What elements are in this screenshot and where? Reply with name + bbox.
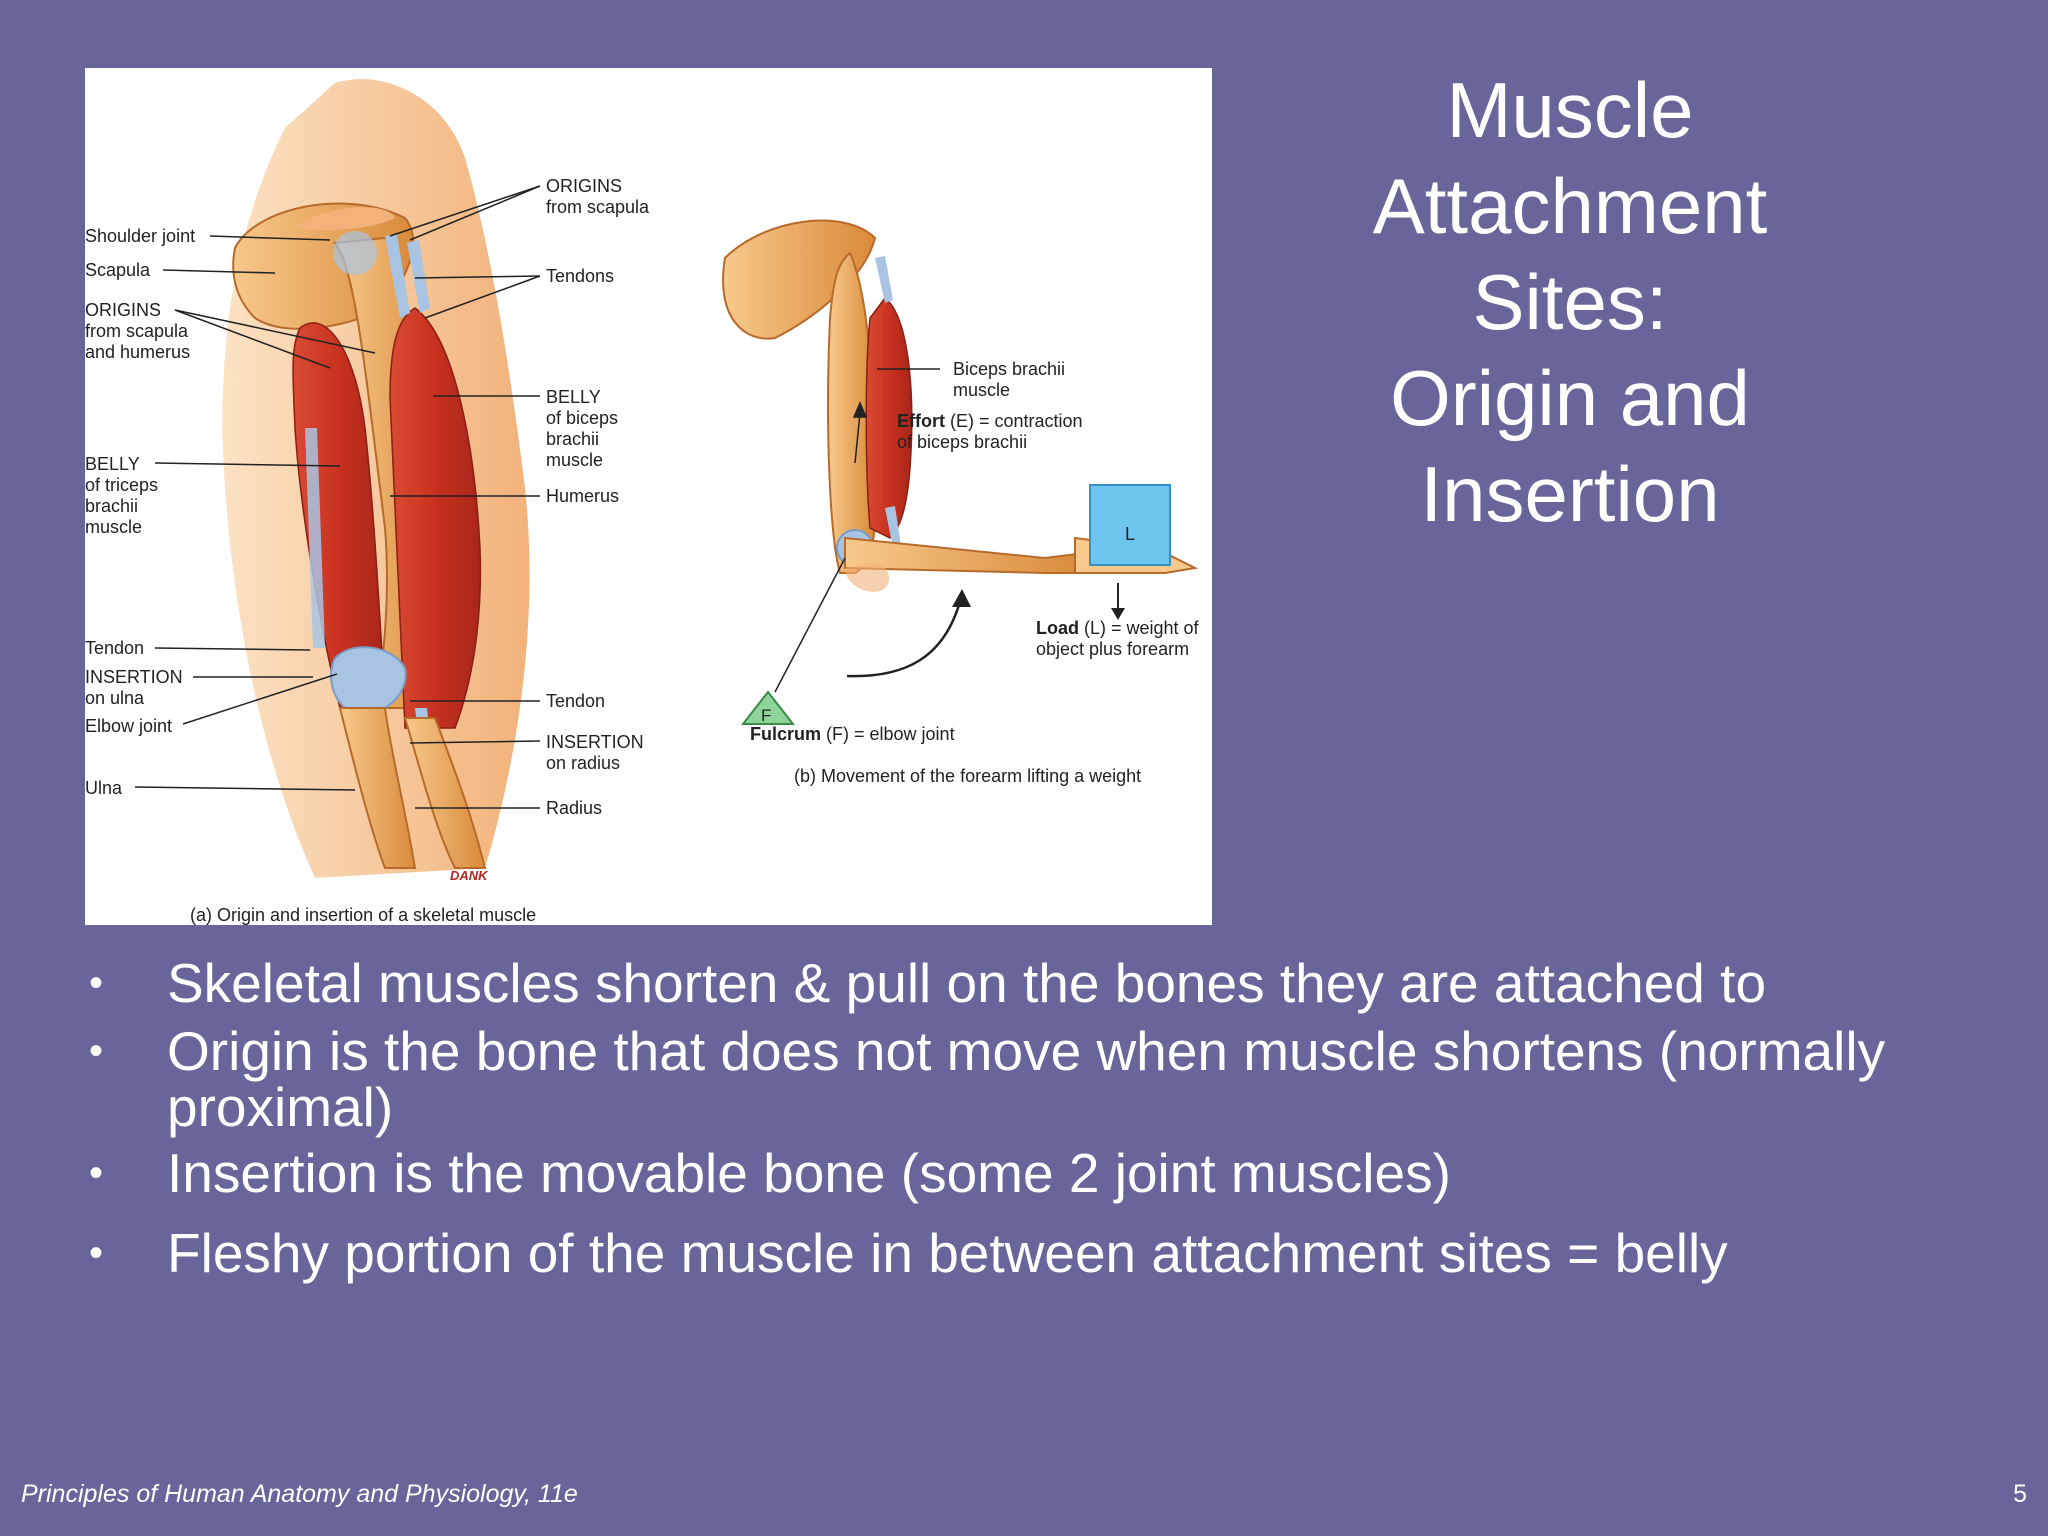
caption-b: (b) Movement of the forearm lifting a we… — [794, 766, 1141, 786]
title-line: Attachment — [1372, 162, 1768, 250]
label-tendons: Tendons — [546, 266, 614, 286]
label-origins-right-2: from scapula — [546, 197, 650, 217]
label-humerus: Humerus — [546, 486, 619, 506]
label-load-2: object plus forearm — [1036, 639, 1189, 659]
label-belly-triceps-2: of triceps — [85, 475, 158, 495]
label-effort-2: of biceps brachii — [897, 432, 1027, 452]
label-belly-triceps-4: muscle — [85, 517, 142, 537]
label-biceps-2: muscle — [953, 380, 1010, 400]
label-insertion-radius-2: on radius — [546, 753, 620, 773]
fulcrum-marker-letter: F — [761, 706, 771, 725]
title-line: Insertion — [1420, 450, 1720, 538]
bullet-item: Skeletal muscles shorten & pull on the b… — [85, 955, 1985, 1011]
page-number: 5 — [2013, 1480, 2027, 1508]
label-effort-1: Effort (E) = contraction — [897, 411, 1083, 431]
label-insertion-ulna-1: INSERTION — [85, 667, 183, 687]
label-insertion-radius-1: INSERTION — [546, 732, 644, 752]
label-insertion-ulna-2: on ulna — [85, 688, 145, 708]
bullet-item: Origin is the bone that does not move wh… — [85, 1023, 1985, 1135]
label-elbow-joint: Elbow joint — [85, 716, 172, 736]
label-origins-left-2: from scapula — [85, 321, 189, 341]
footer-book-title: Principles of Human Anatomy and Physiolo… — [21, 1480, 578, 1508]
label-origins-right-1: ORIGINS — [546, 176, 622, 196]
label-load-1: Load (L) = weight of — [1036, 618, 1200, 638]
title-line: Origin and — [1390, 354, 1750, 442]
anatomy-figure: Shoulder joint Scapula ORIGINS from scap… — [85, 68, 1212, 925]
bullet-list: Skeletal muscles shorten & pull on the b… — [85, 955, 1985, 1281]
leader-lines-b — [774, 368, 1125, 693]
label-ulna: Ulna — [85, 778, 123, 798]
label-origins-left-3: and humerus — [85, 342, 190, 362]
anatomy-illustration: Shoulder joint Scapula ORIGINS from scap… — [85, 79, 1200, 925]
arm-a-illustration — [222, 79, 530, 878]
label-tendon-right: Tendon — [546, 691, 605, 711]
label-belly-biceps-1: BELLY — [546, 387, 601, 407]
bullet-item: Insertion is the movable bone (some 2 jo… — [85, 1145, 1985, 1201]
load-marker-letter: L — [1125, 524, 1135, 544]
label-shoulder-joint: Shoulder joint — [85, 226, 195, 246]
arm-b-illustration: L F — [722, 219, 1199, 725]
label-belly-triceps-3: brachii — [85, 496, 138, 516]
label-biceps-1: Biceps brachii — [953, 359, 1065, 379]
label-radius: Radius — [546, 798, 602, 818]
title-line: Muscle — [1446, 66, 1694, 154]
label-belly-biceps-2: of biceps — [546, 408, 618, 428]
label-tendon-left: Tendon — [85, 638, 144, 658]
bullet-item: Fleshy portion of the muscle in between … — [85, 1225, 1985, 1281]
caption-a: (a) Origin and insertion of a skeletal m… — [190, 905, 536, 925]
label-belly-biceps-4: muscle — [546, 450, 603, 470]
label-scapula: Scapula — [85, 260, 151, 280]
label-belly-triceps-1: BELLY — [85, 454, 140, 474]
artist-signature: DANK — [450, 868, 489, 883]
label-fulcrum: Fulcrum (F) = elbow joint — [750, 724, 955, 744]
slide-title: Muscle Attachment Sites: Origin and Inse… — [1290, 62, 1850, 542]
label-origins-left-1: ORIGINS — [85, 300, 161, 320]
title-line: Sites: — [1472, 258, 1668, 346]
leader-lines-a — [134, 185, 541, 809]
label-belly-biceps-3: brachii — [546, 429, 599, 449]
